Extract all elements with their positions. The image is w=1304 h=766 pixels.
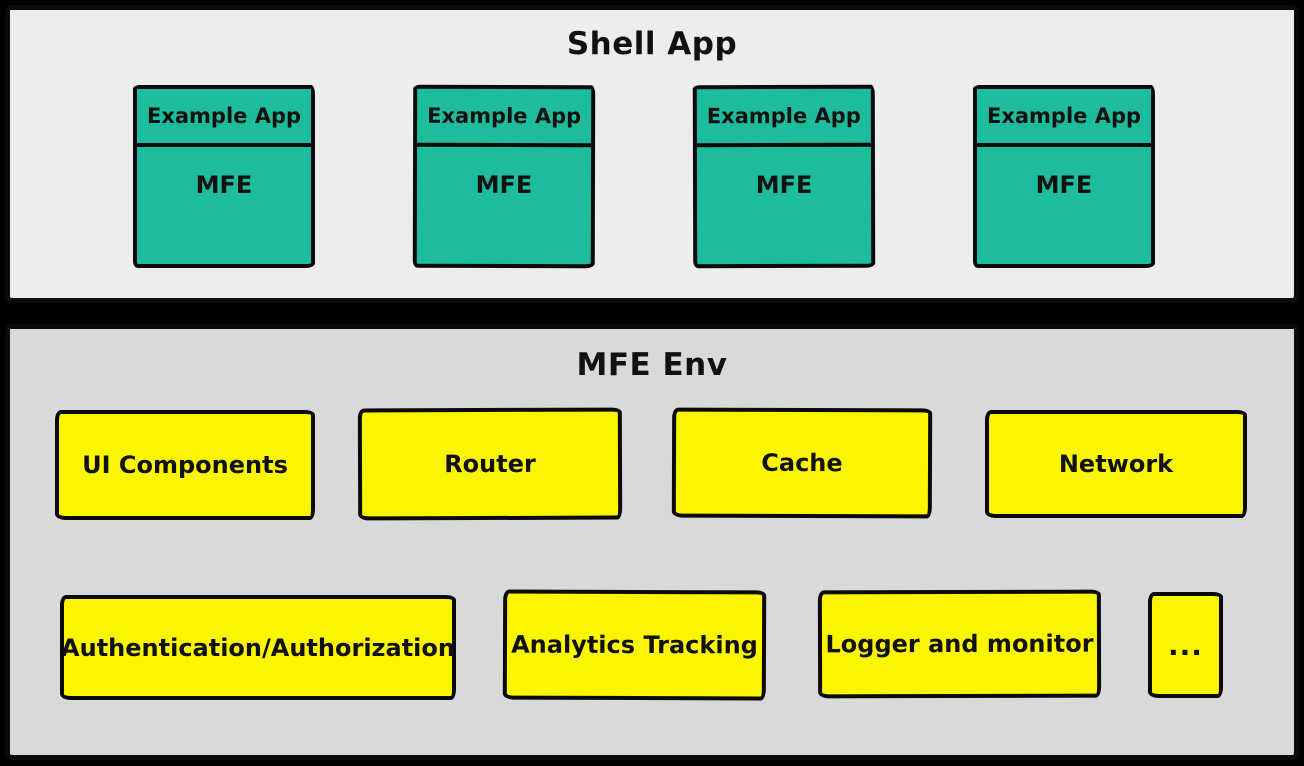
shell-app-container: Shell App Example App MFE Example App MF… bbox=[5, 5, 1299, 303]
example-app-header: Example App bbox=[977, 89, 1151, 147]
example-app-header: Example App bbox=[696, 88, 871, 148]
service-box-ui-components: UI Components bbox=[55, 410, 315, 520]
service-box-cache: Cache bbox=[671, 407, 933, 519]
mfe-env-title: MFE Env bbox=[576, 347, 728, 383]
mfe-label: MFE bbox=[755, 170, 813, 200]
example-app-box-2: Example App MFE bbox=[412, 84, 596, 269]
service-box-network: Network bbox=[985, 410, 1247, 518]
mfe-label: MFE bbox=[195, 171, 253, 199]
mfe-label: MFE bbox=[475, 170, 533, 200]
example-app-box-3: Example App MFE bbox=[692, 84, 876, 269]
mfe-label: MFE bbox=[1035, 171, 1093, 199]
example-app-header: Example App bbox=[417, 88, 592, 148]
mfe-env-container: MFE Env UI Components Router Cache Netwo… bbox=[5, 324, 1299, 760]
service-box-ellipsis: ... bbox=[1148, 592, 1223, 698]
service-box-analytics-tracking: Analytics Tracking bbox=[502, 589, 767, 701]
service-box-logger-and-monitor: Logger and monitor bbox=[817, 589, 1102, 699]
service-box-router: Router bbox=[357, 407, 623, 521]
shell-app-title: Shell App bbox=[566, 26, 738, 62]
example-app-box-1: Example App MFE bbox=[133, 85, 315, 268]
example-app-box-4: Example App MFE bbox=[973, 85, 1155, 268]
service-box-authentication-authorization: Authentication/Authorization bbox=[60, 595, 456, 700]
example-app-header: Example App bbox=[137, 89, 311, 147]
